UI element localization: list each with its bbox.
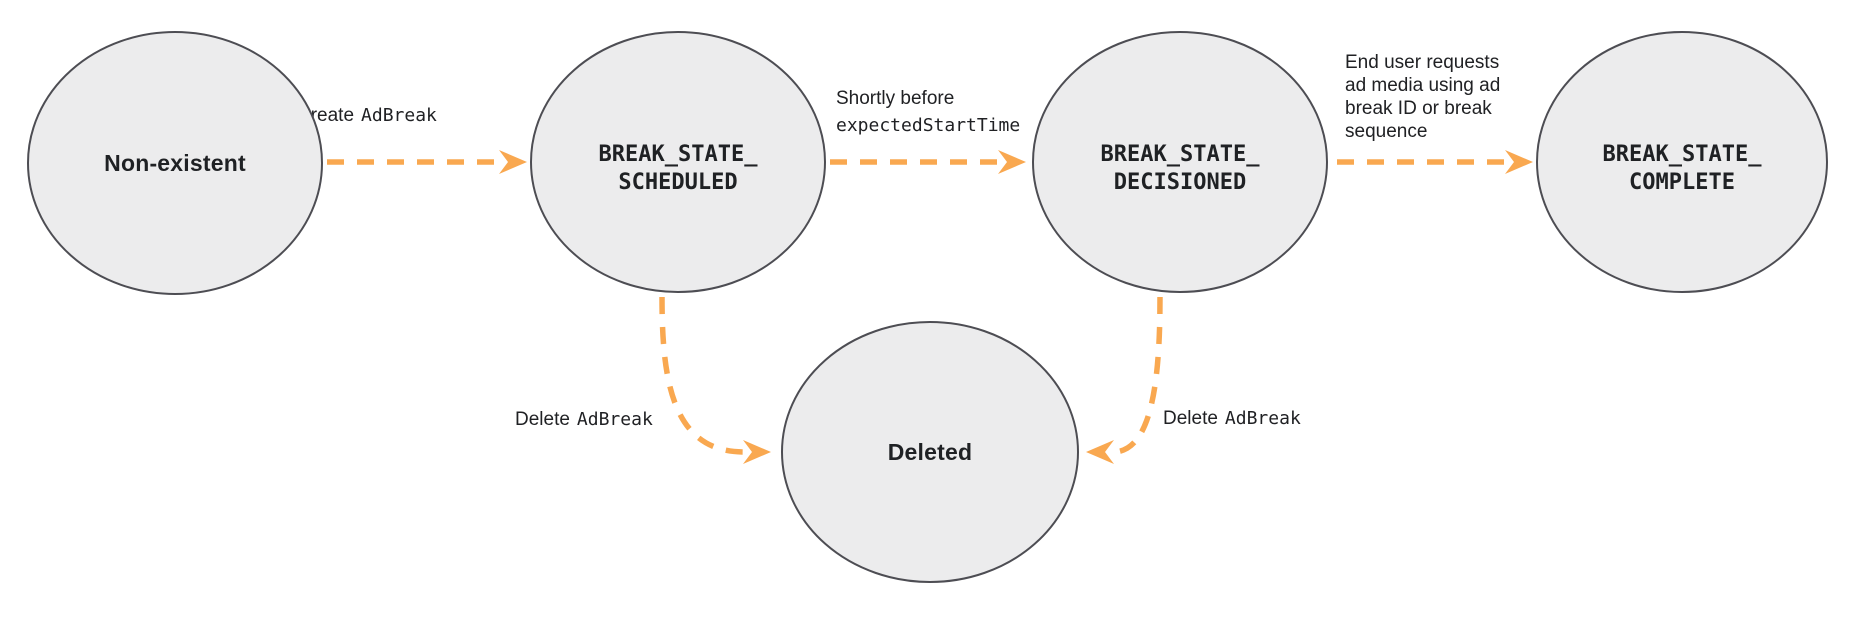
state-circle-non-existent (27, 31, 323, 295)
edge-label-code-text: AdBreak (577, 409, 653, 430)
state-node-non-existent: Non-existent (27, 31, 323, 295)
state-label-break-state-scheduled-line1: BREAK_STATE_ (599, 142, 759, 167)
transition-arrow-delete-adbreak-from-decisioned (1086, 296, 1163, 464)
edge-label-end-user-requests: End user requests ad media using ad brea… (1345, 52, 1500, 142)
state-circle-deleted (781, 321, 1079, 583)
edge-label-line: break ID or break (1345, 98, 1492, 119)
edge-label-action-text: Delete (1163, 408, 1218, 429)
state-label-break-state-complete-line1: BREAK_STATE_ (1603, 142, 1763, 167)
edge-label-line: ad media using ad (1345, 75, 1500, 96)
state-circle-break-state-scheduled (530, 31, 826, 293)
state-label-break-state-decisioned-line2: DECISIONED (1114, 170, 1246, 195)
state-label-deleted: Deleted (888, 439, 972, 465)
state-label-break-state-decisioned-line1: BREAK_STATE_ (1101, 142, 1261, 167)
edge-label-line: sequence (1345, 121, 1427, 142)
state-node-deleted: Deleted (781, 321, 1079, 583)
state-label-non-existent: Non-existent (104, 150, 246, 176)
edge-label-shortly-before: Shortly before (836, 88, 954, 109)
state-node-break-state-complete: BREAK_STATE_ COMPLETE (1536, 31, 1828, 293)
edge-label-code-text: AdBreak (361, 105, 437, 126)
state-label-break-state-complete-line2: COMPLETE (1629, 170, 1735, 195)
edge-label-line: End user requests (1345, 52, 1499, 73)
transition-arrow-delete-adbreak-from-scheduled (659, 296, 771, 464)
edge-label-delete-adbreak-left: Delete AdBreak (515, 409, 653, 430)
edge-label-delete-adbreak-right: Delete AdBreak (1163, 408, 1301, 429)
state-circle-break-state-decisioned (1032, 31, 1328, 293)
edge-label-code-text: AdBreak (1225, 408, 1301, 429)
edge-label-action-text: Delete (515, 409, 570, 430)
state-node-break-state-decisioned: BREAK_STATE_ DECISIONED (1032, 31, 1328, 293)
state-label-break-state-scheduled-line2: SCHEDULED (618, 170, 737, 195)
edge-label-expectedstarttime: expectedStartTime (836, 115, 1020, 136)
state-circle-break-state-complete (1536, 31, 1828, 293)
transition-arrows (327, 150, 1533, 464)
state-node-break-state-scheduled: BREAK_STATE_ SCHEDULED (530, 31, 826, 293)
